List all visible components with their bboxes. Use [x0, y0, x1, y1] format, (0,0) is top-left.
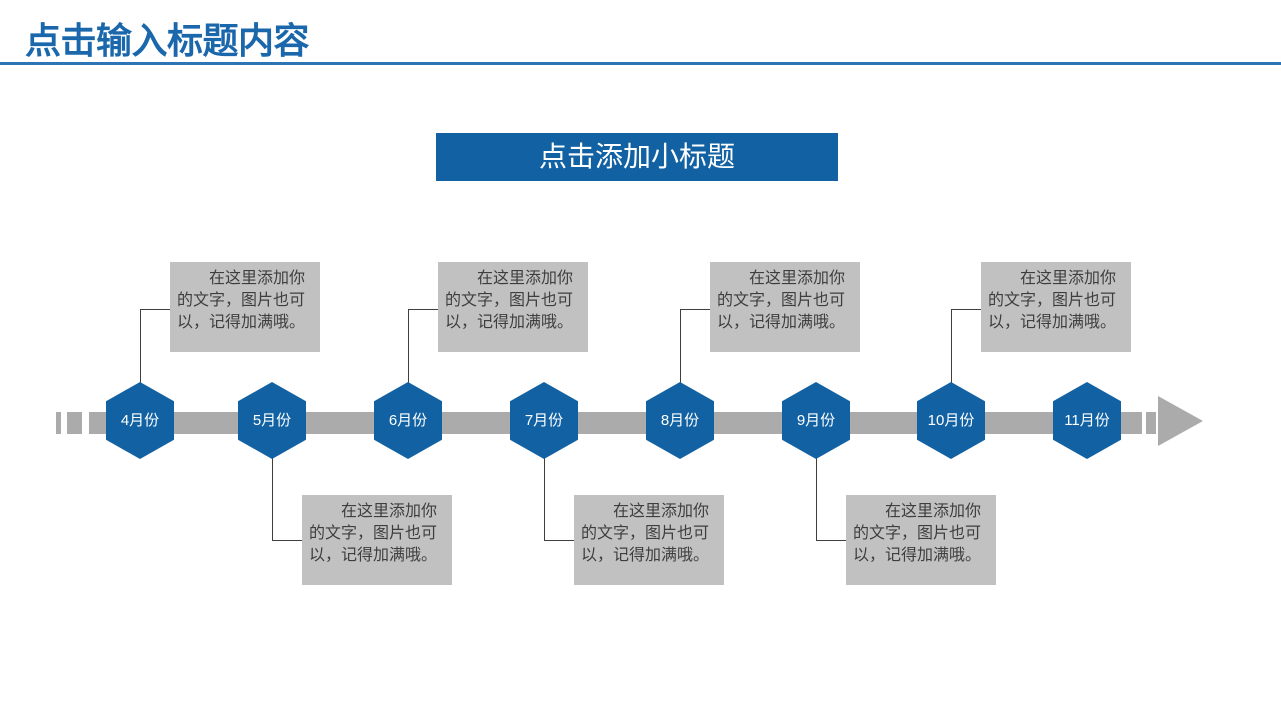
milestone-hexagon[interactable]: 11月份: [1053, 382, 1121, 459]
note-connector: [408, 309, 438, 310]
milestone-label: 10月份: [927, 412, 975, 429]
milestone-hexagon[interactable]: 4月份: [106, 382, 174, 459]
note-box[interactable]: 在这里添加你 的文字，图片也可 以，记得加满哦。: [981, 262, 1131, 352]
milestone-label: 6月份: [388, 412, 428, 429]
milestone-hexagon[interactable]: 10月份: [917, 382, 985, 459]
note-connector: [140, 309, 170, 310]
note-connector: [140, 309, 141, 383]
milestone-hexagon[interactable]: 8月份: [646, 382, 714, 459]
note-connector: [680, 309, 710, 310]
note-connector: [272, 457, 273, 541]
note-connector: [544, 540, 574, 541]
note-box[interactable]: 在这里添加你 的文字，图片也可 以，记得加满哦。: [302, 495, 452, 585]
milestone-label: 7月份: [524, 412, 564, 429]
slide-title[interactable]: 点击输入标题内容: [25, 20, 310, 61]
milestone-label: 4月份: [120, 412, 160, 429]
note-connector: [816, 457, 817, 541]
arrow-right-icon: [1158, 396, 1203, 446]
subtitle-banner[interactable]: 点击添加小标题: [436, 133, 838, 181]
note-box[interactable]: 在这里添加你 的文字，图片也可 以，记得加满哦。: [574, 495, 724, 585]
note-box[interactable]: 在这里添加你 的文字，图片也可 以，记得加满哦。: [846, 495, 996, 585]
timeline-end-dash: [1146, 412, 1156, 434]
note-connector: [408, 309, 409, 383]
milestone-hexagon[interactable]: 9月份: [782, 382, 850, 459]
timeline-bar: [105, 412, 1142, 434]
milestone-label: 8月份: [660, 412, 700, 429]
milestone-hexagon[interactable]: 7月份: [510, 382, 578, 459]
timeline-start-dash: [89, 412, 105, 434]
milestone-label: 11月份: [1064, 412, 1110, 429]
note-connector: [816, 540, 846, 541]
note-connector: [680, 309, 681, 383]
note-connector: [951, 309, 981, 310]
note-connector: [272, 540, 302, 541]
note-box[interactable]: 在这里添加你 的文字，图片也可 以，记得加满哦。: [170, 262, 320, 352]
note-box[interactable]: 在这里添加你 的文字，图片也可 以，记得加满哦。: [438, 262, 588, 352]
note-connector: [951, 309, 952, 383]
note-box[interactable]: 在这里添加你 的文字，图片也可 以，记得加满哦。: [710, 262, 860, 352]
timeline-start-dash: [56, 412, 61, 434]
milestone-hexagon[interactable]: 5月份: [238, 382, 306, 459]
milestone-label: 9月份: [796, 412, 836, 429]
milestone-label: 5月份: [252, 412, 292, 429]
milestone-hexagon[interactable]: 6月份: [374, 382, 442, 459]
timeline-start-dash: [67, 412, 82, 434]
title-underline: [0, 62, 1281, 65]
note-connector: [544, 457, 545, 541]
